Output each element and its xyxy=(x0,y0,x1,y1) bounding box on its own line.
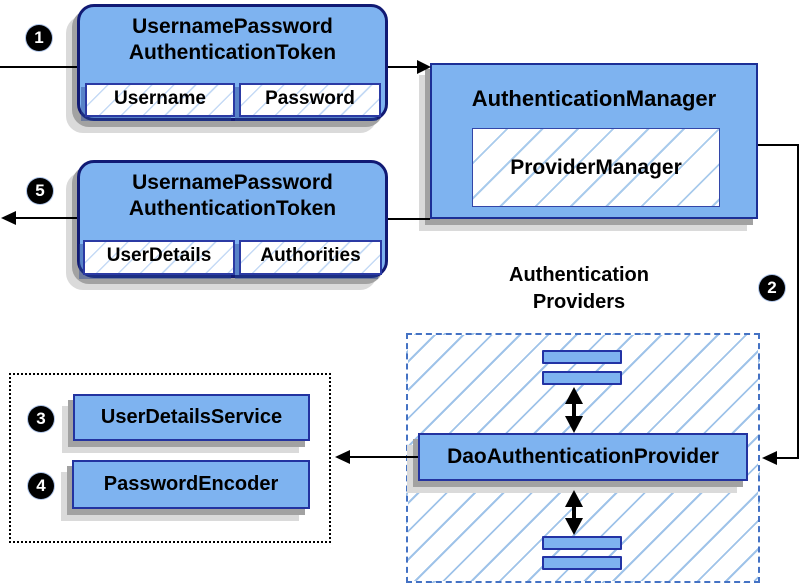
step-badge-4: 4 xyxy=(28,473,54,499)
arrowhead-provider-to-services xyxy=(335,450,350,464)
datastore-bar-top-1 xyxy=(542,350,622,364)
node-response-token: UsernamePassword AuthenticationToken Use… xyxy=(77,160,388,278)
step-badge-1: 1 xyxy=(26,25,52,51)
providers-title-line1: Authentication xyxy=(509,264,649,286)
response-token-title-line2: AuthenticationToken xyxy=(128,197,337,220)
request-token-title-line2: AuthenticationToken xyxy=(128,41,337,64)
datastore-bar-bottom-2 xyxy=(542,556,622,570)
providers-title-line2: Providers xyxy=(532,291,626,313)
node-user-details-service: UserDetailsService xyxy=(73,394,310,441)
response-token-title-line1: UsernamePassword xyxy=(132,171,333,194)
node-dao-authentication-provider: DaoAuthenticationProvider xyxy=(418,433,748,481)
step-badge-2: 2 xyxy=(759,275,785,301)
step-badge-5: 5 xyxy=(27,178,53,204)
field-password: Password xyxy=(239,83,381,117)
response-token-title: UsernamePassword AuthenticationToken xyxy=(80,170,385,222)
datastore-bar-bottom-1 xyxy=(542,536,622,550)
request-token-title-line1: UsernamePassword xyxy=(132,15,333,38)
request-token-title: UsernamePassword AuthenticationToken xyxy=(80,14,385,66)
line-manager-to-provider xyxy=(758,144,799,459)
node-authentication-manager: AuthenticationManager ProviderManager xyxy=(430,63,758,219)
field-username: Username xyxy=(85,83,235,117)
arrowhead-manager-to-provider xyxy=(762,451,777,465)
datastore-bar-top-2 xyxy=(542,371,622,385)
node-request-token: UsernamePassword AuthenticationToken Use… xyxy=(77,4,388,121)
node-password-encoder: PasswordEncoder xyxy=(72,460,310,509)
providers-group-title: Authentication Providers xyxy=(454,262,704,316)
field-authorities: Authorities xyxy=(239,240,382,275)
field-userdetails: UserDetails xyxy=(83,240,235,275)
arrowhead-token-to-manager xyxy=(417,60,431,74)
authentication-manager-title: AuthenticationManager xyxy=(471,86,717,111)
step-badge-3: 3 xyxy=(28,406,54,432)
services-group-box xyxy=(9,373,331,543)
node-provider-manager: ProviderManager xyxy=(472,128,720,207)
arrowhead-response-out xyxy=(1,211,16,225)
